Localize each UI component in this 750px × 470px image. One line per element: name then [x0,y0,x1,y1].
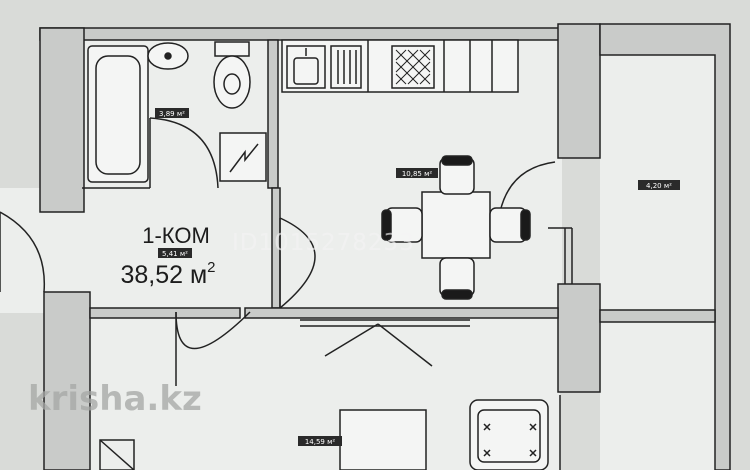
area-tag-balcony-bg [638,180,680,190]
living-door-swing [175,311,251,350]
living-fold-line-right [377,323,433,367]
area-tag-kitchen-bg [396,168,438,178]
column-upper [557,23,601,159]
area-tag-living-bg [298,436,342,446]
dining-set [381,155,531,300]
living-fold-line-left [324,323,379,357]
bathtub [87,45,149,183]
toilet-seat [223,73,241,95]
living-cabinet [99,439,135,470]
chair-bottom-back [441,289,473,300]
kitchen-fixtures [281,39,519,93]
wall-kitchen-living-left [89,307,241,319]
wall-left-upper [39,27,85,213]
apartment-area-label: 38,52 м2 [120,259,215,289]
doors [0,117,556,469]
living-cabinet-diag [99,439,135,470]
area-tags: 3,89 м² 5,41 м² 10,85 м² 4,20 м² 14,59 м… [155,108,680,446]
dishwasher [330,45,362,89]
wall-top [39,27,561,41]
area-tag-balcony: 4,20 м² [646,182,672,190]
toilet-bowl [213,55,251,109]
watermark-site: krisha.kz [28,379,202,419]
area-tag-bathroom-bg [155,108,189,118]
armchair-seat [477,409,541,463]
coffee-table [339,409,427,470]
stove [391,45,435,89]
watermark-id: ID1015278233 [232,230,415,256]
wall-left-lower [43,291,91,470]
wall-kitchen-living-right [244,307,559,319]
bathroom-fixtures [87,41,267,183]
chair-right-back [520,209,531,241]
wall-balcony-divider [599,309,716,323]
stove-pattern [395,49,431,85]
armchair [469,399,549,470]
wall-balcony-outer [599,23,731,470]
apartment-type-label: 1-КОМ [142,223,210,248]
electrical-panel [219,132,267,182]
kitchen-sink-bowl [293,57,319,85]
area-tag-kitchen: 10,85 м² [402,170,433,178]
kitchen-door-swing [279,217,316,309]
entrance-door-swing [0,211,46,293]
bathtub-inner [95,55,141,175]
apartment-area-unit-sup: 2 [207,259,215,276]
sink-drain [164,52,172,60]
partitions [82,118,573,470]
area-tag-hallway: 5,41 м² [162,250,188,258]
armchair-marks [483,423,537,457]
living-furniture [99,323,549,470]
area-tag-living: 14,59 м² [305,438,336,446]
walls [39,23,731,470]
dining-table [421,191,491,259]
toilet-tank [214,41,250,57]
living-balcony-floor [600,322,715,470]
wall-bathroom-right [267,39,279,189]
chair-left-back [381,209,392,241]
balcony-door-swing [499,161,556,213]
bathroom-door-swing [149,117,219,189]
apartment-area-value: 38,52 м [120,261,207,289]
electric-icon [229,143,259,173]
area-tag-hallway-bg [158,248,192,258]
area-tag-bathroom: 3,89 м² [159,110,185,118]
column-middle [557,283,601,393]
chair-top-back [441,155,473,166]
